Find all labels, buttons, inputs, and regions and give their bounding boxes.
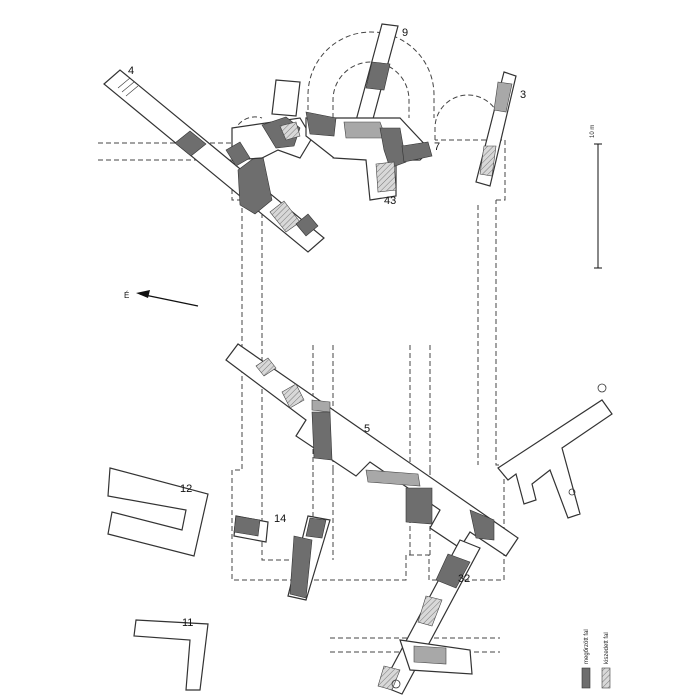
scale-bar: 10 m — [590, 125, 602, 269]
trench-label-32: 32 — [458, 573, 470, 585]
trench-9 — [353, 23, 399, 131]
trench-right — [497, 383, 613, 519]
trench-label-7: 7 — [434, 141, 440, 153]
trench-12 — [107, 467, 209, 557]
legend-swatch-removed — [601, 667, 611, 689]
trench-label-4: 4 — [128, 65, 134, 77]
trench-32 — [377, 539, 481, 695]
trench-14 — [233, 515, 331, 601]
trench-3 — [475, 71, 517, 187]
legend-label-preserved: megőrzött fal — [584, 629, 590, 664]
trench-apse-left — [225, 79, 313, 167]
legend: megőrzött fal kiszedett fal — [581, 629, 611, 689]
trench-4 — [103, 69, 325, 253]
legend-swatch-preserved — [581, 667, 591, 689]
trench-11 — [133, 619, 209, 691]
trench-label-5: 5 — [364, 423, 370, 435]
north-arrow: É — [124, 290, 199, 307]
trench-5 — [225, 343, 519, 557]
trench-label-3: 3 — [520, 89, 526, 101]
trench-label-9: 9 — [402, 27, 408, 39]
scale-label: 10 m — [590, 125, 596, 138]
trench-label-11: 11 — [182, 617, 193, 629]
trench-label-14: 14 — [274, 513, 286, 525]
legend-label-removed: kiszedett fal — [604, 632, 610, 664]
trench-7-43 — [305, 111, 433, 201]
north-label: É — [124, 291, 129, 300]
trench-label-12: 12 — [180, 483, 192, 495]
trench-label-43: 43 — [384, 195, 396, 207]
